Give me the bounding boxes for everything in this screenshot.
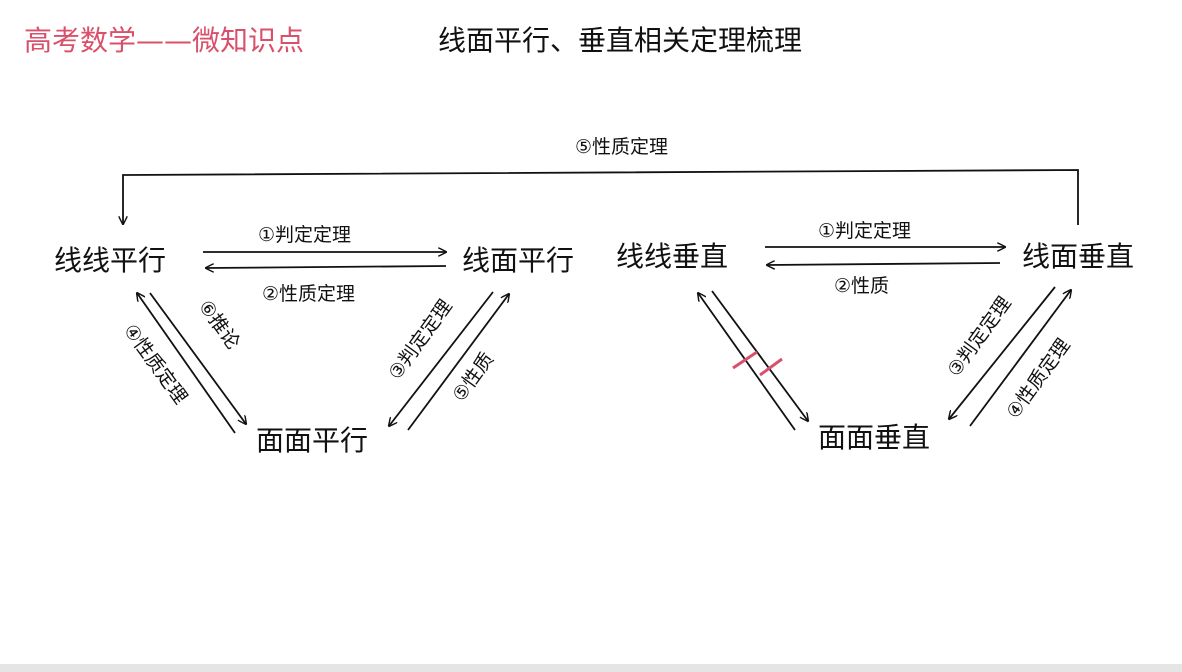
page-title: 线面平行、垂直相关定理梳理 [438, 24, 802, 57]
edge-par-ll-to-pp [149, 292, 246, 424]
edge-top-arc [123, 169, 1079, 225]
label-perp-pp-to-lp: ④性质定理 [1002, 335, 1074, 423]
cancel-mark-2 [759, 357, 783, 377]
label-perp-lp-to-pp: ③判定定理 [943, 293, 1015, 381]
node-plane-plane-parallel: 面面平行 [256, 424, 368, 457]
edge-perp-lp-to-ll [767, 263, 1001, 265]
edge-perp-ll-to-pp [711, 290, 808, 421]
edge-perp-pp-to-ll [698, 293, 796, 431]
edge-par-pp-to-lp [407, 294, 509, 431]
label-par-lp-to-pp: ③判定定理 [384, 296, 456, 384]
label-par-pp-to-lp: ⑤性质 [448, 348, 498, 405]
label-par-ll-to-pp: ⑥推论 [194, 296, 244, 353]
node-line-line-perpendicular: 线线垂直 [616, 240, 728, 273]
edge-par-pp-to-ll [137, 293, 236, 434]
label-perp-lp-to-ll: ②性质 [834, 275, 889, 297]
footer-bar [0, 664, 1182, 672]
label-par-lp-to-ll: ②性质定理 [262, 283, 355, 305]
edge-perp-lp-to-pp [949, 286, 1056, 419]
brand-title: 高考数学——微知识点 [24, 24, 304, 57]
node-line-plane-perpendicular: 线面垂直 [1022, 240, 1134, 273]
cancel-mark-1 [732, 350, 758, 370]
node-plane-plane-perpendicular: 面面垂直 [818, 421, 930, 454]
edge-par-lp-to-pp [389, 291, 494, 426]
node-line-plane-parallel: 线面平行 [462, 244, 574, 277]
node-line-line-parallel: 线线平行 [54, 244, 166, 277]
edge-perp-pp-to-lp [969, 290, 1071, 427]
label-top-arc: ⑤性质定理 [575, 136, 668, 158]
label-par-ll-to-lp: ①判定定理 [258, 224, 351, 246]
edge-par-lp-to-ll [206, 266, 447, 268]
label-perp-ll-to-lp: ①判定定理 [818, 220, 911, 242]
